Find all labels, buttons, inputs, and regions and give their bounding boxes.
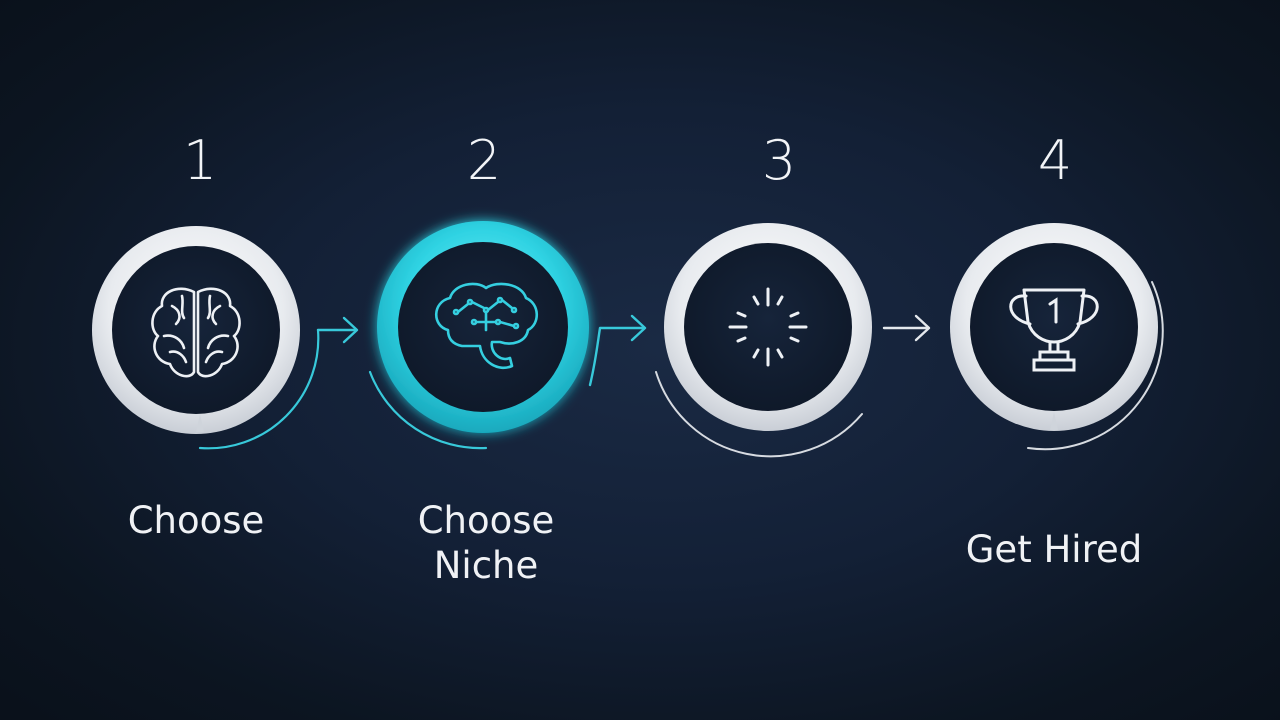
brain-circuit-icon (434, 282, 539, 369)
brain-icon (151, 287, 241, 378)
arrow-1-icon (316, 316, 359, 344)
step-1-node (92, 226, 359, 450)
step-2-progress-arc (368, 370, 488, 450)
step-4-progress-arc (1027, 281, 1164, 451)
step-1-progress-arc (198, 328, 320, 450)
arrow-2-icon (588, 314, 647, 387)
step-4-label: Get Hired (965, 528, 1143, 571)
step-2-node (368, 221, 647, 450)
loading-spinner-icon (728, 287, 808, 367)
step-3-progress-arc (655, 371, 863, 458)
step-3-node (655, 223, 931, 458)
step-3-number: 3 (761, 129, 797, 192)
step-1-number: 1 (182, 129, 218, 192)
step-2-number: 2 (466, 129, 502, 192)
step-4-number: 4 (1037, 129, 1073, 192)
step-2-label: Choose Niche (417, 499, 555, 587)
step-1-label: Choose (127, 499, 265, 542)
arrow-3-icon (882, 314, 931, 342)
trophy-icon (1009, 288, 1099, 372)
step-4-node (950, 223, 1164, 451)
